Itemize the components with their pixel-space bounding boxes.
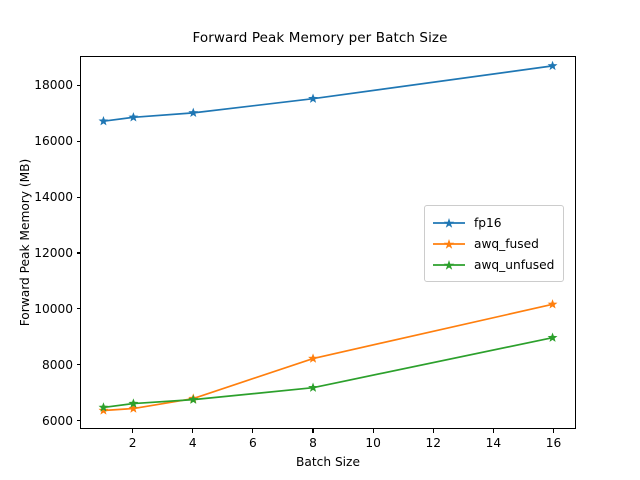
x-tick-mark xyxy=(312,429,314,433)
legend-label-awq-fused: awq_fused xyxy=(474,236,539,251)
plot-lines xyxy=(98,60,558,415)
legend-item-awq-unfused: awq_unfused xyxy=(432,254,554,275)
chart-title: Forward Peak Memory per Batch Size xyxy=(192,30,448,46)
series-line-fp16 xyxy=(103,65,553,123)
series-line-awq_unfused xyxy=(103,336,553,409)
x-tick-label: 6 xyxy=(248,436,257,450)
legend-label-awq-unfused: awq_unfused xyxy=(474,257,555,272)
series-marker-awq_fused xyxy=(547,299,558,309)
legend-swatch-line-fp16 xyxy=(433,217,465,228)
x-tick-mark xyxy=(432,429,434,433)
series-marker-awq_fused xyxy=(98,405,109,415)
series-marker-awq_unfused xyxy=(128,398,139,408)
y-tick-label: 16000 xyxy=(34,134,73,149)
x-tick-mark xyxy=(252,429,254,433)
x-tick-mark xyxy=(132,429,134,433)
series-marker-fp16 xyxy=(308,93,318,103)
series-marker-awq_unfused xyxy=(308,382,318,392)
legend-swatch-line-awq-fused xyxy=(433,238,465,249)
series-marker-fp16 xyxy=(98,116,109,126)
series-marker-awq_unfused xyxy=(98,402,109,412)
x-tick-label: 8 xyxy=(309,436,317,450)
chart-legend: fp16 awq_fused awq_unfused xyxy=(424,205,565,282)
legend-label-fp16: fp16 xyxy=(474,215,502,230)
x-tick-mark xyxy=(492,429,494,433)
series-marker-awq_fused xyxy=(308,353,318,363)
y-tick-label: 8000 xyxy=(41,357,73,372)
series-marker-fp16 xyxy=(128,112,139,122)
legend-item-awq-fused: awq_fused xyxy=(432,233,554,254)
x-axis-label: Batch Size xyxy=(296,455,360,469)
y-tick-label: 12000 xyxy=(34,245,73,260)
y-tick-label: 14000 xyxy=(34,190,73,205)
series-marker-fp16 xyxy=(188,107,199,118)
series-marker-awq_unfused xyxy=(547,332,558,342)
y-tick-label: 18000 xyxy=(34,78,73,93)
series-marker-awq_fused xyxy=(128,403,139,413)
x-tick-label: 16 xyxy=(545,436,562,450)
x-tick-label: 10 xyxy=(365,436,381,450)
y-tick-label: 10000 xyxy=(34,301,73,316)
y-axis-label: Forward Peak Memory (MB) xyxy=(18,158,32,327)
legend-item-fp16: fp16 xyxy=(432,212,554,233)
series-line-awq_fused xyxy=(103,303,553,412)
series-marker-awq_unfused xyxy=(188,394,199,404)
x-tick-mark xyxy=(372,429,374,433)
x-tick-label: 4 xyxy=(188,436,197,450)
legend-swatch-line-awq-unfused xyxy=(433,259,465,270)
y-tick-label: 6000 xyxy=(41,413,73,428)
series-marker-fp16 xyxy=(547,60,558,71)
x-tick-mark xyxy=(552,429,555,433)
x-tick-label: 12 xyxy=(425,436,441,450)
x-tick-label: 14 xyxy=(485,436,502,450)
x-tick-label: 2 xyxy=(128,436,137,450)
x-tick-mark xyxy=(192,429,194,433)
